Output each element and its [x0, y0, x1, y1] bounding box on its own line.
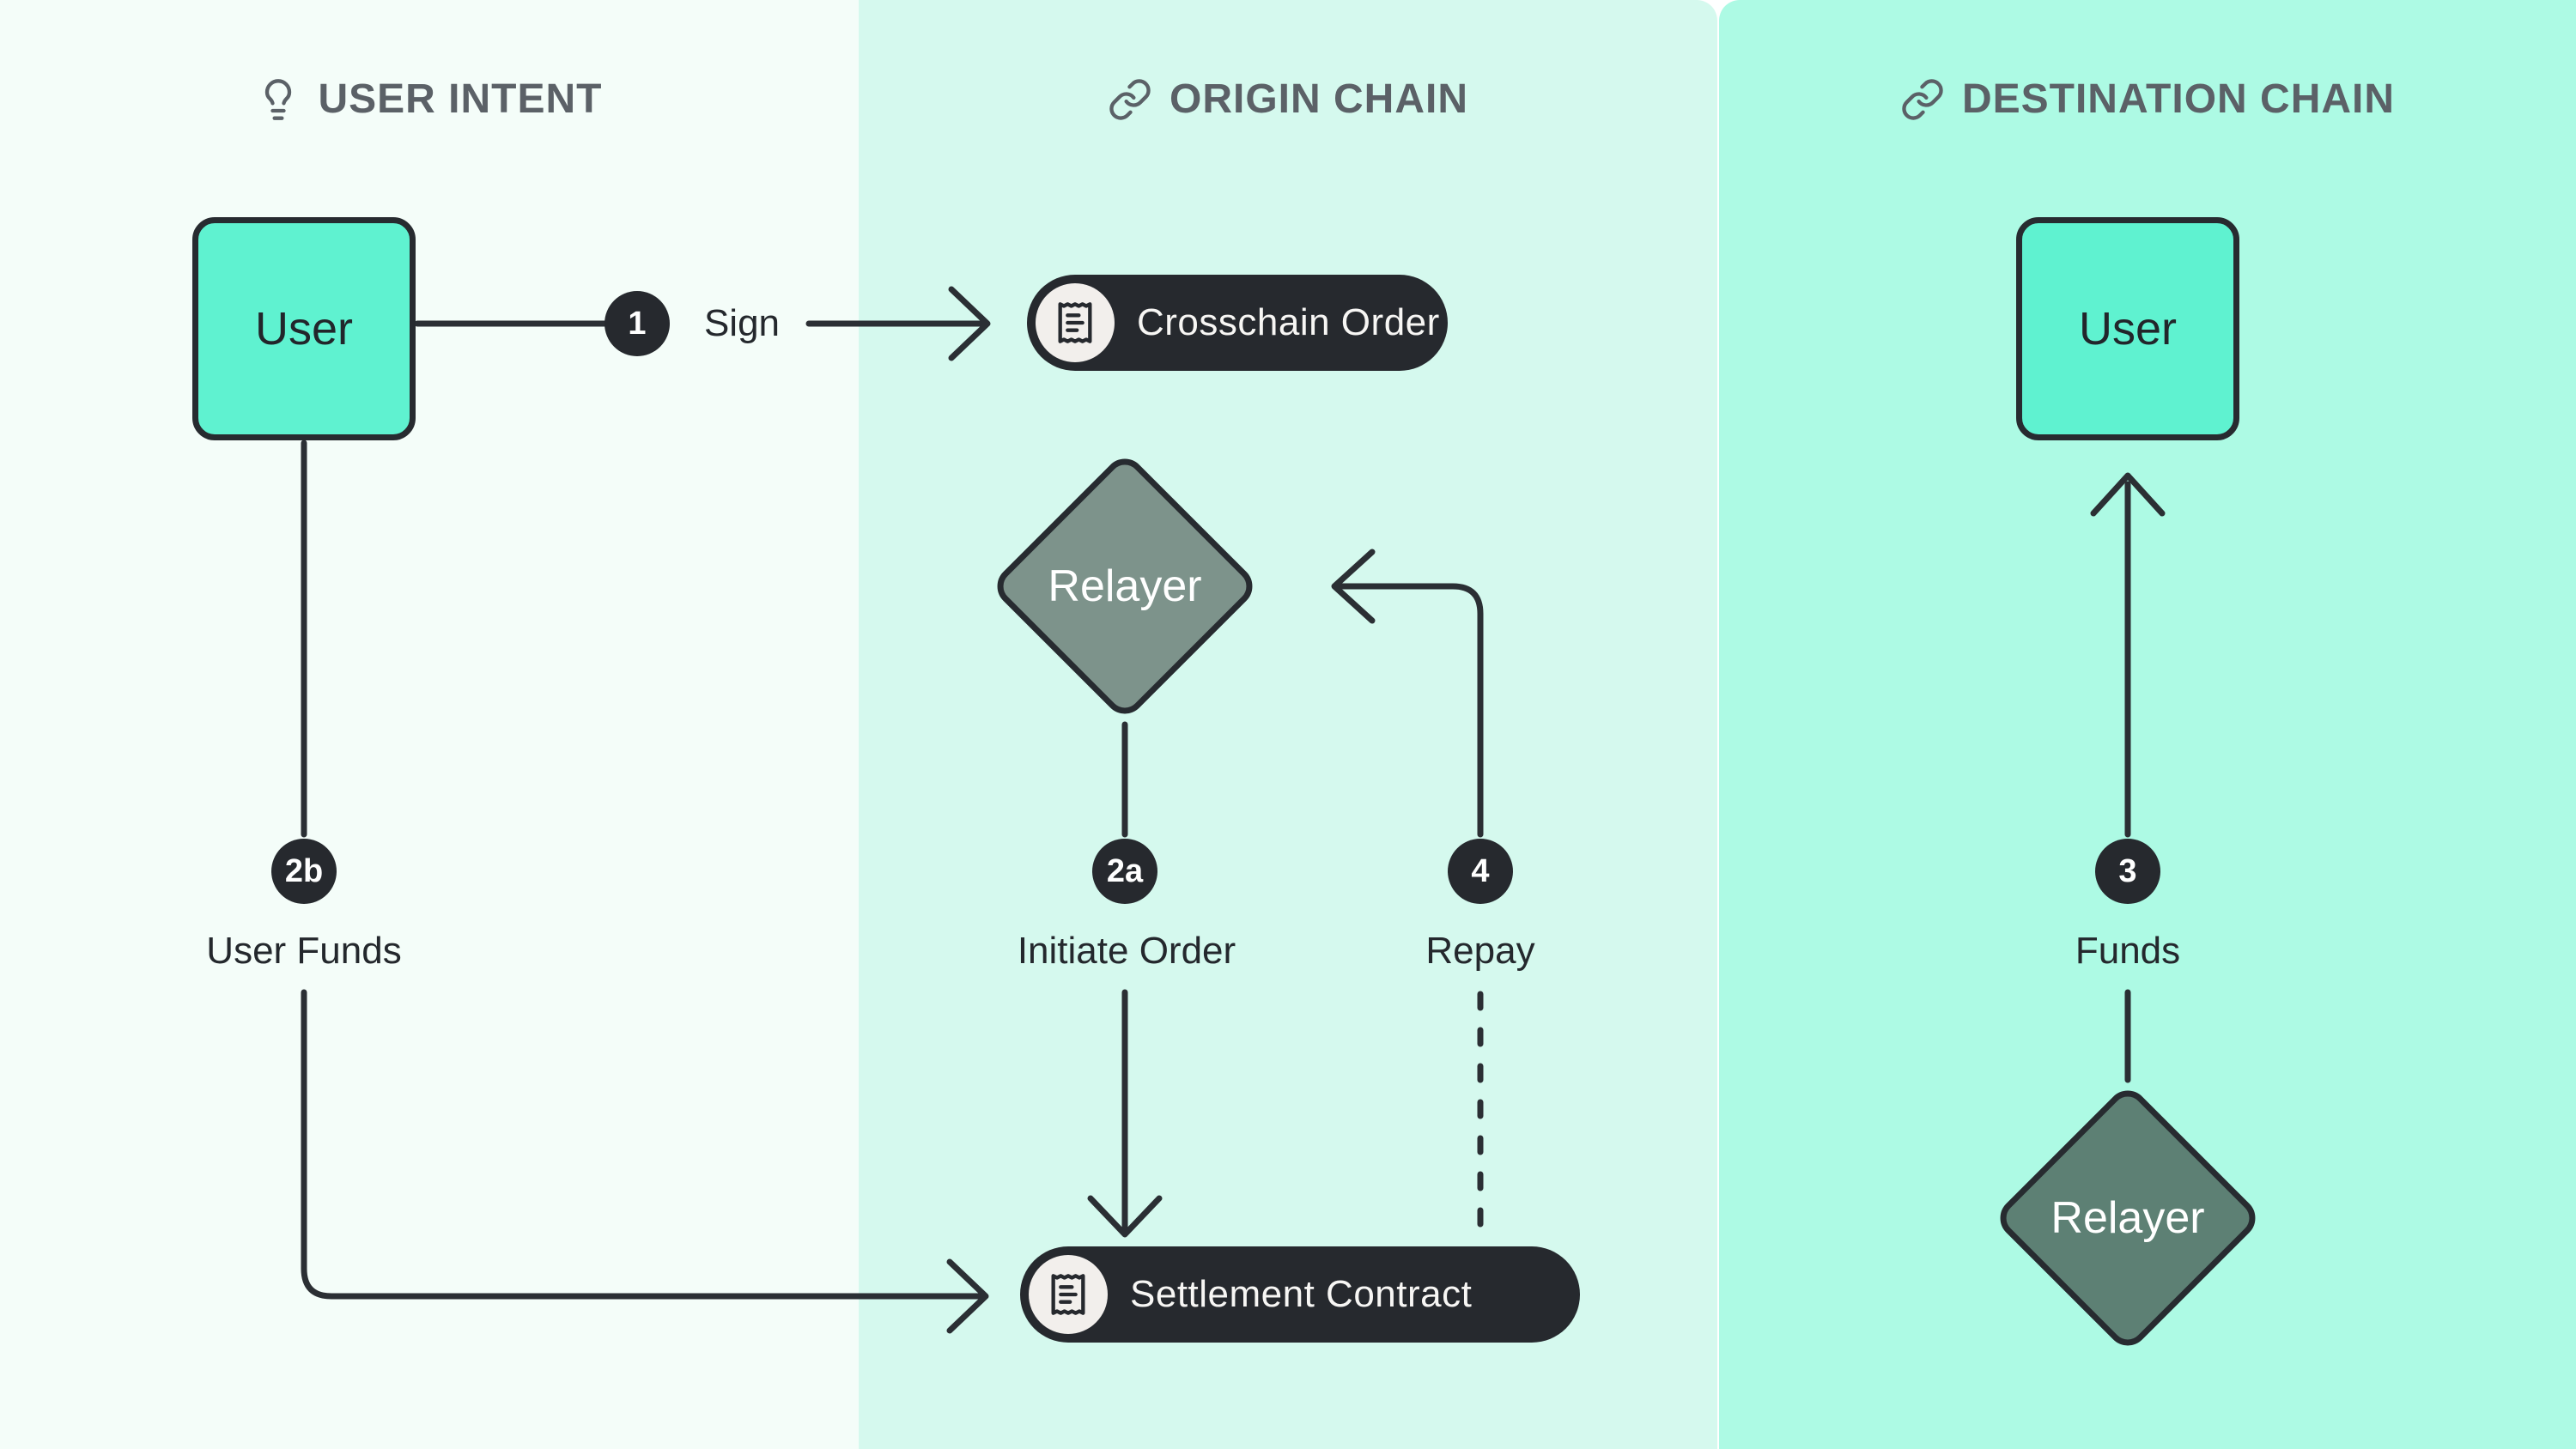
edge-label-funds: Funds	[2075, 930, 2181, 972]
panel-title: USER INTENT	[318, 76, 603, 122]
edge-label-initiate-order: Initiate Order	[1017, 930, 1236, 972]
step-badge-3: 3	[2095, 839, 2160, 904]
edge-label-sign: Sign	[703, 302, 781, 344]
edge-label-user-funds: User Funds	[206, 930, 402, 972]
panel-origin-chain: ORIGIN CHAIN	[859, 0, 1717, 1449]
panel-header-origin-chain: ORIGIN CHAIN	[859, 76, 1717, 123]
step-badge-4: 4	[1448, 839, 1513, 904]
link-icon	[1109, 78, 1151, 120]
panel-title: ORIGIN CHAIN	[1170, 76, 1468, 122]
node-relayer-destination-label: Relayer	[2050, 1193, 2205, 1243]
node-user-destination-label: User	[2078, 303, 2177, 355]
step-badge-2b: 2b	[271, 839, 337, 904]
node-settlement-contract: Settlement Contract	[1020, 1246, 1580, 1343]
link-icon	[1902, 78, 1943, 120]
lightbulb-icon	[265, 78, 292, 120]
panel-header-destination-chain: DESTINATION CHAIN	[1719, 76, 2576, 123]
receipt-icon	[1036, 283, 1115, 362]
panel-user-intent: USER INTENT	[0, 0, 859, 1449]
node-user-destination: User	[2016, 217, 2239, 440]
step-badge-2a: 2a	[1092, 839, 1157, 904]
node-settlement-contract-label: Settlement Contract	[1130, 1273, 1473, 1315]
edge-label-repay: Repay	[1425, 930, 1535, 972]
step-badge-1: 1	[605, 291, 670, 356]
panel-header-user-intent: USER INTENT	[0, 76, 859, 123]
receipt-icon	[1029, 1255, 1108, 1334]
node-user-origin-label: User	[254, 303, 353, 355]
node-crosschain-order: Crosschain Order	[1027, 275, 1448, 371]
node-user-origin: User	[192, 217, 416, 440]
node-relayer-origin-label: Relayer	[1048, 561, 1202, 611]
panel-title: DESTINATION CHAIN	[1961, 76, 2396, 122]
node-crosschain-order-label: Crosschain Order	[1137, 301, 1440, 343]
